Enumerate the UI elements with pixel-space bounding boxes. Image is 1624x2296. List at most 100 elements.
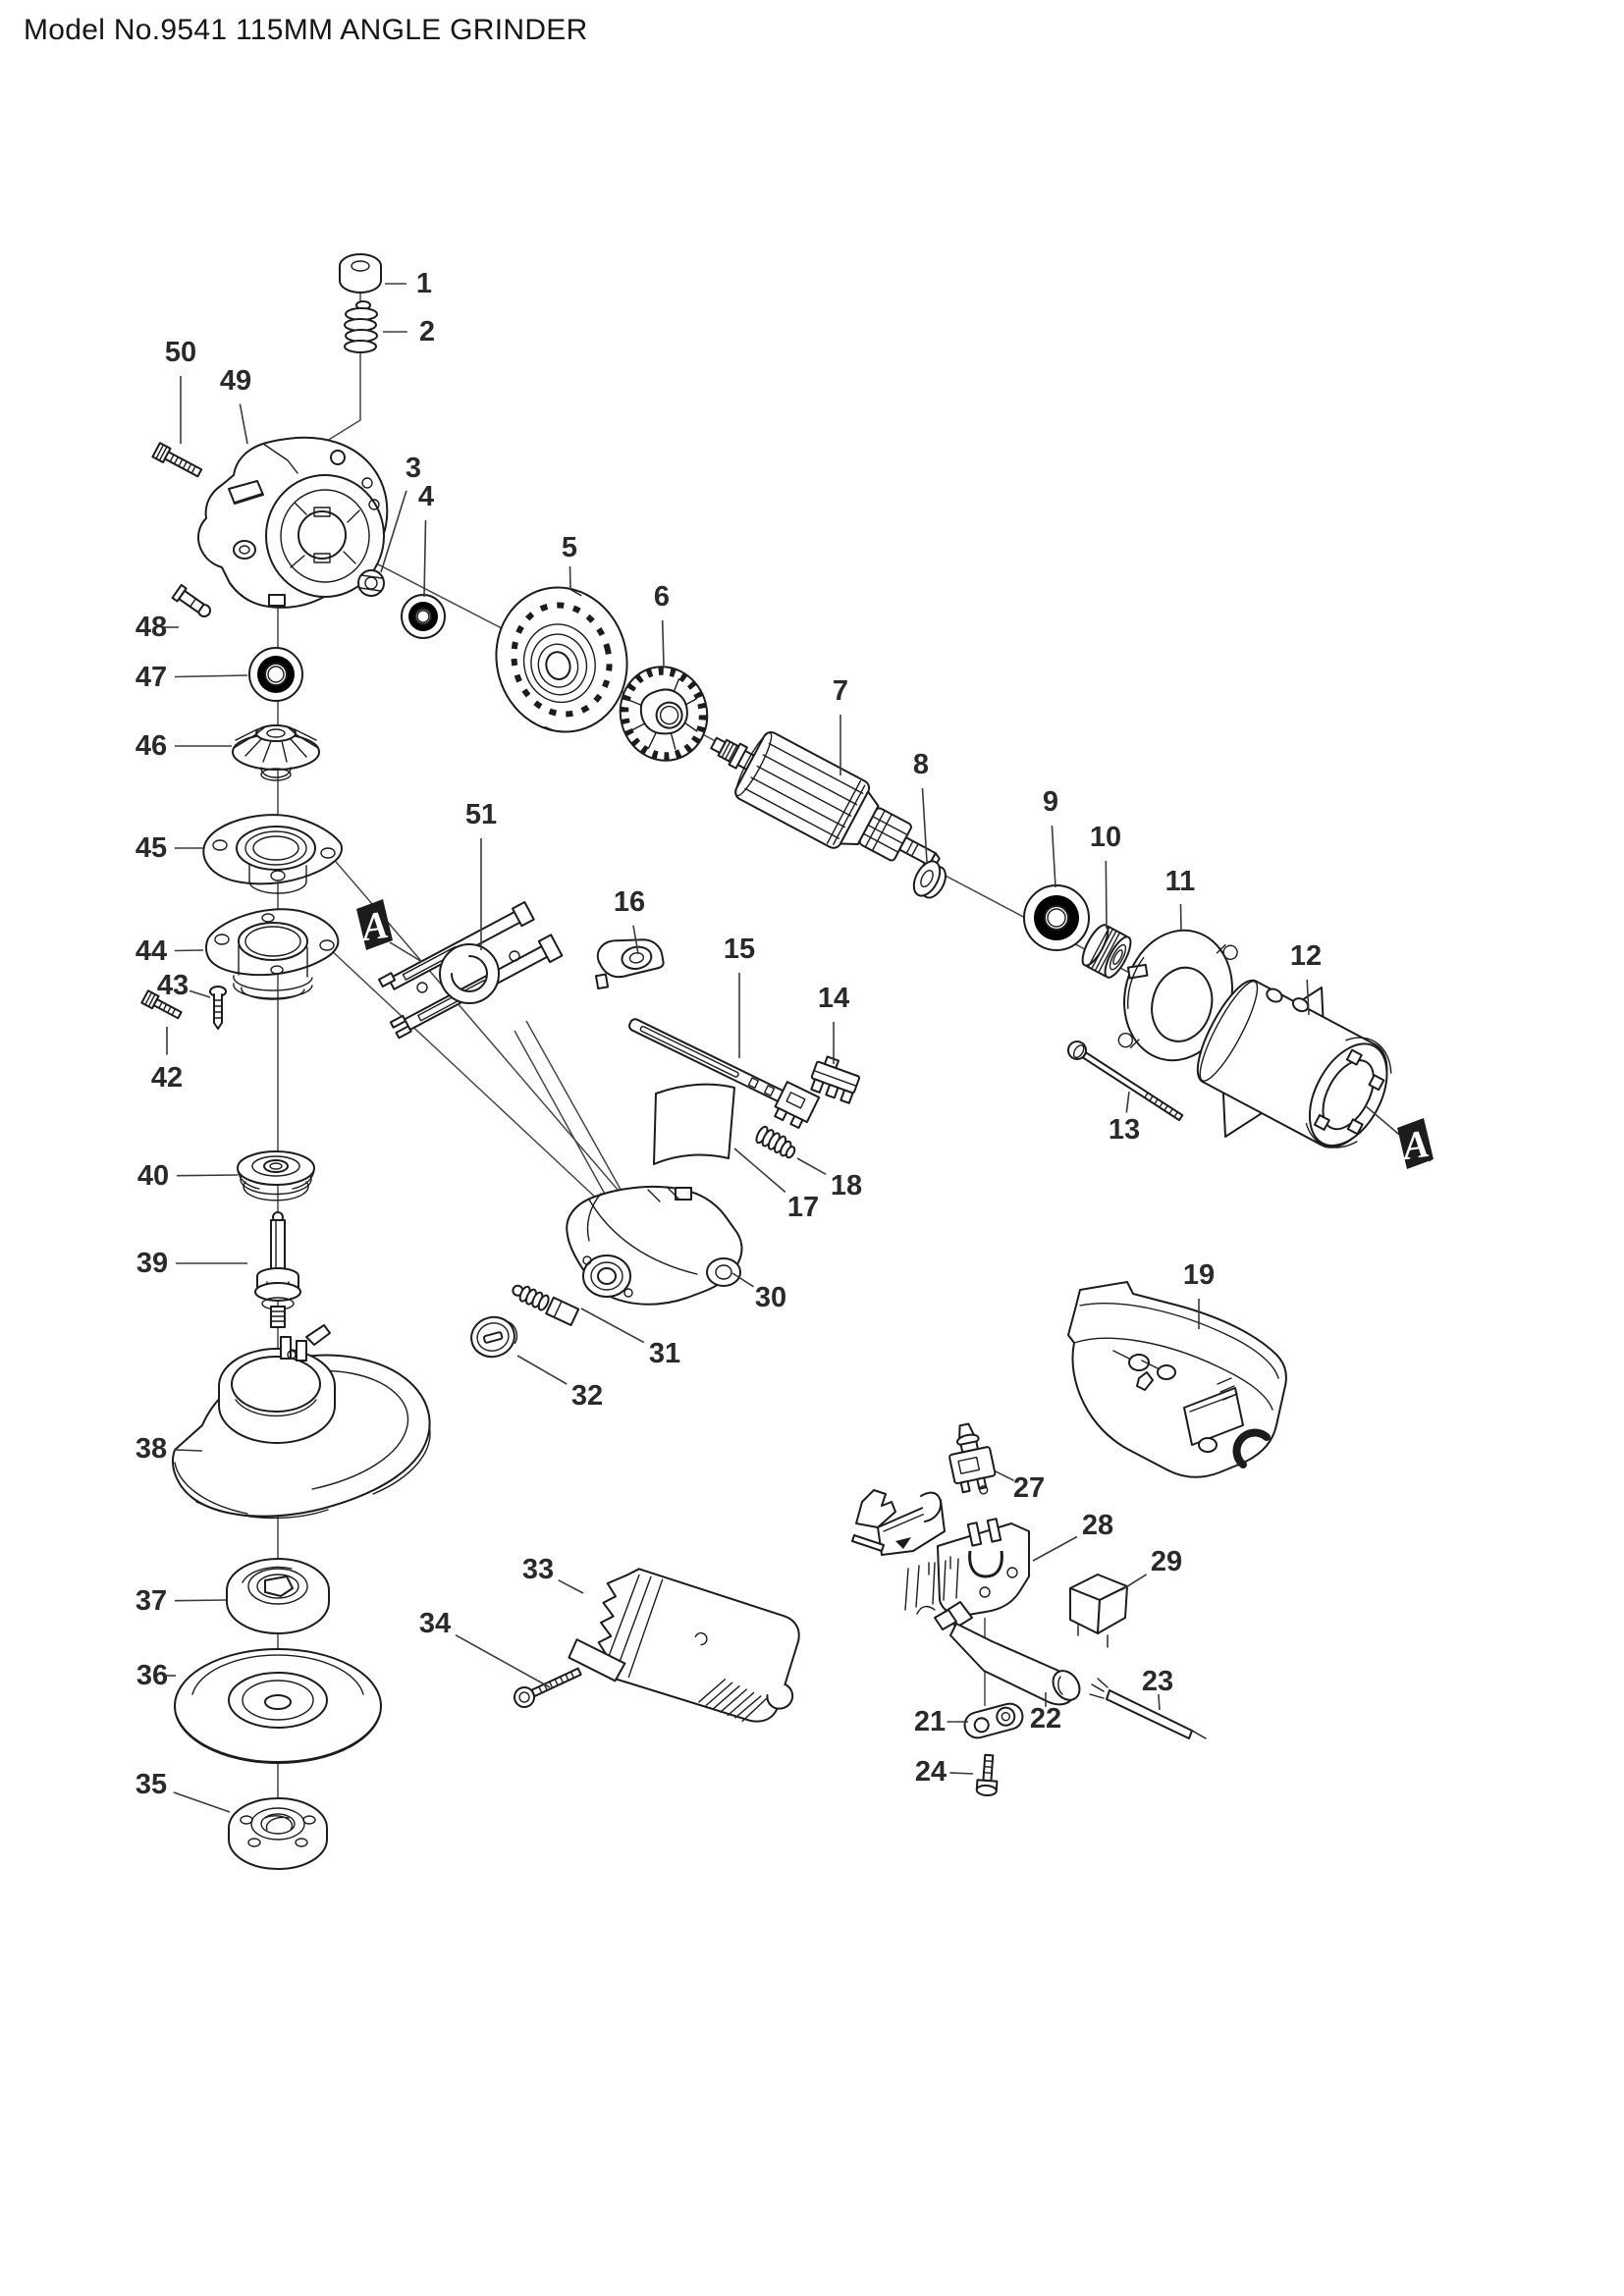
part-label-43: 43 xyxy=(157,970,189,1001)
part-leader-37 xyxy=(174,1599,227,1602)
part-label-32: 32 xyxy=(571,1380,603,1412)
part-leader-35 xyxy=(173,1791,231,1813)
part-10-knurled-sleeve xyxy=(1081,924,1132,979)
part-leader-18 xyxy=(796,1157,827,1175)
part-label-12: 12 xyxy=(1290,940,1322,972)
part-22-cord-with-guard xyxy=(916,1601,1081,1706)
part-label-11: 11 xyxy=(1165,866,1196,897)
part-8-flange-collar xyxy=(912,860,947,899)
part-47-ball-bearing xyxy=(248,647,303,702)
part-23-lead-wire xyxy=(1089,1678,1207,1739)
part-leader-28 xyxy=(1032,1535,1078,1562)
part-48-pin xyxy=(171,583,211,617)
part-9-ball-bearing xyxy=(1023,884,1090,951)
part-24-tapping-screw xyxy=(975,1753,999,1796)
part-label-19: 19 xyxy=(1183,1259,1215,1291)
part-label-13: 13 xyxy=(1109,1114,1140,1146)
part-label-46: 46 xyxy=(135,730,167,762)
part-leader-30 xyxy=(731,1272,754,1288)
part-label-50: 50 xyxy=(165,337,196,368)
part-34-tapping-screw xyxy=(514,1667,582,1708)
part-leader-29 xyxy=(1120,1574,1148,1591)
part-label-2: 2 xyxy=(419,316,435,347)
part-label-30: 30 xyxy=(755,1282,786,1313)
part-3-spline-nut xyxy=(357,569,385,597)
part-5-baffle-disc xyxy=(495,586,628,733)
part-leader-8 xyxy=(921,787,928,863)
part-21-cord-strap xyxy=(963,1702,1024,1739)
part-label-18: 18 xyxy=(831,1170,862,1201)
part-label-38: 38 xyxy=(135,1433,167,1465)
part-label-5: 5 xyxy=(562,532,577,563)
part-label-44: 44 xyxy=(135,935,167,967)
part-35-lock-nut xyxy=(228,1797,328,1870)
part-leader-10 xyxy=(1105,860,1108,930)
part-label-49: 49 xyxy=(220,365,251,397)
part-42-tapping-screw xyxy=(140,989,183,1020)
part-49-gear-housing xyxy=(197,436,389,609)
part-label-6: 6 xyxy=(654,581,670,613)
part-33-motor-housing-cover xyxy=(568,1568,800,1723)
part-label-10: 10 xyxy=(1090,822,1121,853)
part-label-23: 23 xyxy=(1142,1666,1173,1697)
part-leader-12 xyxy=(1306,979,1310,1016)
part-27-switch xyxy=(948,1422,997,1495)
part-leader-4 xyxy=(423,519,427,598)
part-28-switch-base xyxy=(851,1489,1030,1617)
page-title: Model No.9541 115MM ANGLE GRINDER xyxy=(24,14,588,46)
part-leader-49 xyxy=(239,403,248,445)
part-29-capacitor xyxy=(1069,1574,1128,1648)
guard-clamp-ring xyxy=(218,1324,336,1444)
part-2-spring xyxy=(344,300,378,353)
part-leader-13 xyxy=(1125,1091,1130,1113)
part-38-wheel-guard xyxy=(172,1324,431,1520)
part-leader-31 xyxy=(580,1308,645,1344)
part-label-40: 40 xyxy=(137,1160,169,1192)
part-label-36: 36 xyxy=(136,1660,168,1691)
part-leader-24 xyxy=(949,1772,974,1775)
detail-marker-letter-0: A xyxy=(356,902,392,950)
part-label-28: 28 xyxy=(1082,1510,1113,1541)
part-leader-32 xyxy=(516,1355,568,1385)
part-label-8: 8 xyxy=(913,749,929,780)
part-leader-23 xyxy=(1158,1693,1161,1711)
part-37-inner-flange xyxy=(226,1558,330,1634)
part-label-31: 31 xyxy=(649,1338,680,1369)
detail-markers-layer: AA xyxy=(356,899,1434,1169)
part-label-35: 35 xyxy=(135,1769,167,1800)
part-label-9: 9 xyxy=(1043,786,1058,818)
part-label-16: 16 xyxy=(614,886,645,918)
part-leader-27 xyxy=(995,1470,1015,1482)
part-30-gear-housing-cover xyxy=(566,1185,743,1306)
part-label-7: 7 xyxy=(833,675,848,707)
part-32-brush-cap xyxy=(470,1315,518,1359)
part-44-flange-plate xyxy=(205,908,340,1000)
part-7-armature xyxy=(710,730,941,867)
part-11-baffle-plate xyxy=(1117,929,1238,1062)
part-label-42: 42 xyxy=(151,1062,183,1094)
part-label-48: 48 xyxy=(135,612,167,643)
part-39-spindle xyxy=(254,1211,301,1328)
part-leader-11 xyxy=(1179,903,1182,933)
part-36-depressed-center-wheel xyxy=(174,1648,382,1764)
part-label-39: 39 xyxy=(136,1248,168,1279)
part-label-15: 15 xyxy=(724,934,755,965)
part-label-14: 14 xyxy=(818,983,849,1014)
part-4-ball-bearing xyxy=(401,594,446,639)
part-label-17: 17 xyxy=(787,1192,819,1223)
part-43-tapping-screw xyxy=(209,986,227,1030)
part-51-shaft-lock-assembly xyxy=(377,901,564,1040)
part-15-lock-lever-bar xyxy=(628,1018,821,1129)
part-13-through-bolt xyxy=(1067,1041,1184,1122)
part-label-21: 21 xyxy=(914,1706,946,1737)
part-leader-33 xyxy=(558,1579,584,1594)
part-label-1: 1 xyxy=(416,268,432,299)
part-label-24: 24 xyxy=(915,1756,947,1788)
part-label-33: 33 xyxy=(522,1554,554,1585)
part-label-4: 4 xyxy=(418,481,434,512)
part-label-34: 34 xyxy=(419,1608,451,1639)
part-leader-44 xyxy=(174,949,204,952)
